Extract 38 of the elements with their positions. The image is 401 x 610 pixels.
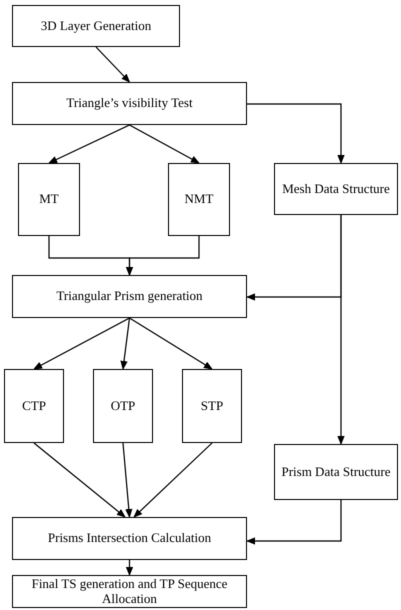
arrow bbox=[129, 124, 200, 164]
process-box bbox=[4, 369, 64, 443]
process-box bbox=[168, 163, 230, 236]
process-box bbox=[274, 444, 398, 500]
arrow bbox=[34, 317, 130, 370]
arrow bbox=[247, 103, 345, 164]
box-label: OTP bbox=[110, 398, 136, 414]
arrow bbox=[126, 236, 200, 276]
box-label: Prisms Intersection Calculation bbox=[48, 531, 212, 546]
arrow bbox=[337, 215, 345, 444]
box-label: Triangle’s visibility Test bbox=[66, 96, 193, 111]
process-box bbox=[12, 82, 247, 125]
box-label: CTP bbox=[22, 398, 46, 414]
process-box bbox=[18, 163, 80, 236]
process-box bbox=[93, 369, 153, 443]
arrow bbox=[126, 560, 134, 576]
box-label: NMT bbox=[184, 192, 214, 207]
box-label: Triangular Prism generation bbox=[56, 289, 203, 304]
box-label: STP bbox=[200, 398, 224, 414]
process-box bbox=[12, 275, 247, 318]
process-box bbox=[12, 5, 180, 47]
arrow bbox=[129, 317, 212, 370]
arrow bbox=[246, 500, 342, 545]
arrow bbox=[120, 318, 130, 370]
box-label: Mesh Data Structure bbox=[282, 182, 390, 196]
box-label: Prism Data Structure bbox=[281, 464, 391, 480]
process-box bbox=[274, 163, 398, 215]
box-label: Final TS generation and TP Sequence Allocation bbox=[30, 576, 228, 606]
process-box bbox=[12, 517, 247, 560]
arrow bbox=[122, 442, 132, 518]
arrow bbox=[96, 46, 130, 82]
box-label: 3D Layer Generation bbox=[40, 18, 152, 34]
process-box bbox=[182, 369, 242, 443]
arrow bbox=[134, 442, 212, 518]
arrow bbox=[34, 442, 126, 518]
arrow bbox=[48, 124, 130, 164]
process-box bbox=[12, 575, 247, 608]
box-label: MT bbox=[39, 192, 59, 207]
